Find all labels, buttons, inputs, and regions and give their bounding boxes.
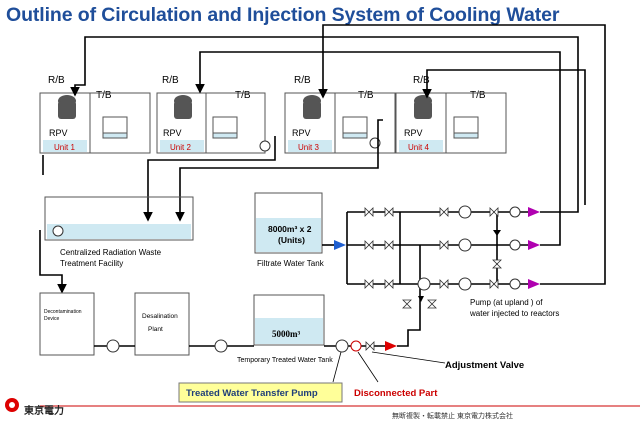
transfer-pump-icon	[335, 339, 349, 353]
inlet-arrow	[334, 240, 346, 250]
unit-3-rpv: RPV	[292, 128, 311, 138]
unit-2-label: Unit 2	[170, 143, 191, 152]
centralized-facility: Centralized Radiation Waste Treatment Fa…	[44, 196, 194, 268]
unit-3-tb: T/B	[358, 90, 374, 101]
temp-capacity: 5000m³	[272, 329, 300, 339]
temporary-tank: 5000m³ Temporary Treated Water Tank	[237, 294, 333, 364]
pump-icon-desal	[214, 339, 228, 353]
pump-icon-mid	[458, 238, 472, 252]
unit-1-tb: T/B	[96, 90, 112, 101]
unit-4-tb: T/B	[470, 90, 486, 101]
unit-3-rb: R/B	[294, 75, 311, 86]
decon-label-1: Decontamination	[44, 309, 82, 315]
unit-1-turbine-icon	[102, 116, 128, 134]
company-logo-icon	[5, 398, 19, 412]
disconnect-arrow	[385, 341, 397, 351]
unit-2-pump-icon	[259, 140, 271, 152]
desalination-plant: Desalination Plant	[134, 292, 190, 356]
unit-2: R/B T/B RPV Unit 2	[156, 75, 271, 154]
filtrate-units: (Units)	[278, 235, 305, 245]
filtrate-tank-label: Filtrate Water Tank	[257, 259, 325, 268]
unit-1-label: Unit 1	[54, 143, 75, 152]
unit-4-label: Unit 4	[408, 143, 429, 152]
company-name: 東京電力	[24, 406, 64, 417]
unit-3-label: Unit 3	[298, 143, 319, 152]
temp-tank-label: Temporary Treated Water Tank	[237, 357, 333, 364]
unit-4-rb: R/B	[413, 75, 430, 86]
decontamination-device: Decontamination Device	[39, 292, 95, 356]
header-pumps	[417, 205, 521, 291]
callout-lines	[332, 351, 446, 383]
unit-2-rpv: RPV	[163, 128, 182, 138]
outlet-arrow-2	[528, 240, 540, 250]
filtrate-water-tank: 8000m³ x 2 (Units) Filtrate Water Tank	[254, 192, 325, 268]
decon-label-2: Device	[44, 316, 60, 322]
page-title: Outline of Circulation and Injection Sys…	[6, 4, 560, 26]
transfer-lines	[39, 119, 383, 294]
unit-3-turbine-icon	[342, 116, 368, 134]
pump-icon-top	[458, 205, 472, 219]
unit-4-turbine-icon	[453, 116, 479, 134]
unit-2-tb: T/B	[235, 90, 251, 101]
adjustment-valve-icon	[365, 341, 375, 351]
valves	[364, 207, 502, 309]
pump-icon-decon	[106, 339, 120, 353]
unit-1-rpv: RPV	[49, 128, 68, 138]
unit-4-rpv: RPV	[404, 128, 423, 138]
unit-1: R/B T/B RPV Unit 1	[39, 75, 151, 154]
filtrate-capacity: 8000m³ x 2	[268, 224, 312, 234]
desal-label-2: Plant	[148, 326, 163, 333]
unit-4: R/B T/B RPV Unit 4	[395, 75, 507, 154]
transfer-pump-label: Treated Water Transfer Pump	[186, 388, 318, 399]
outlet-arrow-1	[528, 207, 540, 217]
unit-2-rb: R/B	[162, 75, 179, 86]
adjustment-valve-label: Adjustment Valve	[445, 360, 524, 371]
disconnected-label: Disconnected Part	[354, 388, 438, 399]
unit-1-water	[43, 140, 87, 152]
pump-icon-bottom	[458, 277, 472, 291]
pump-note-2: water injected to reactors	[469, 309, 559, 318]
injection-lines	[70, 24, 606, 285]
centralized-label-2: Treatment Facility	[60, 259, 123, 268]
desal-label-1: Desalination	[142, 313, 178, 320]
footer-notice: 無断複製・転載禁止 東京電力株式会社	[392, 413, 513, 420]
unit-1-rb: R/B	[48, 75, 65, 86]
outlet-arrow-3	[528, 279, 540, 289]
unit-2-turbine-icon	[212, 116, 238, 134]
disconnect-marker-icon	[350, 340, 362, 352]
facility-pump-icon	[52, 225, 64, 237]
transfer-pump-box	[178, 382, 343, 403]
centralized-label-1: Centralized Radiation Waste	[60, 248, 162, 257]
pump-note-1: Pump (at upland ) of	[470, 298, 543, 307]
